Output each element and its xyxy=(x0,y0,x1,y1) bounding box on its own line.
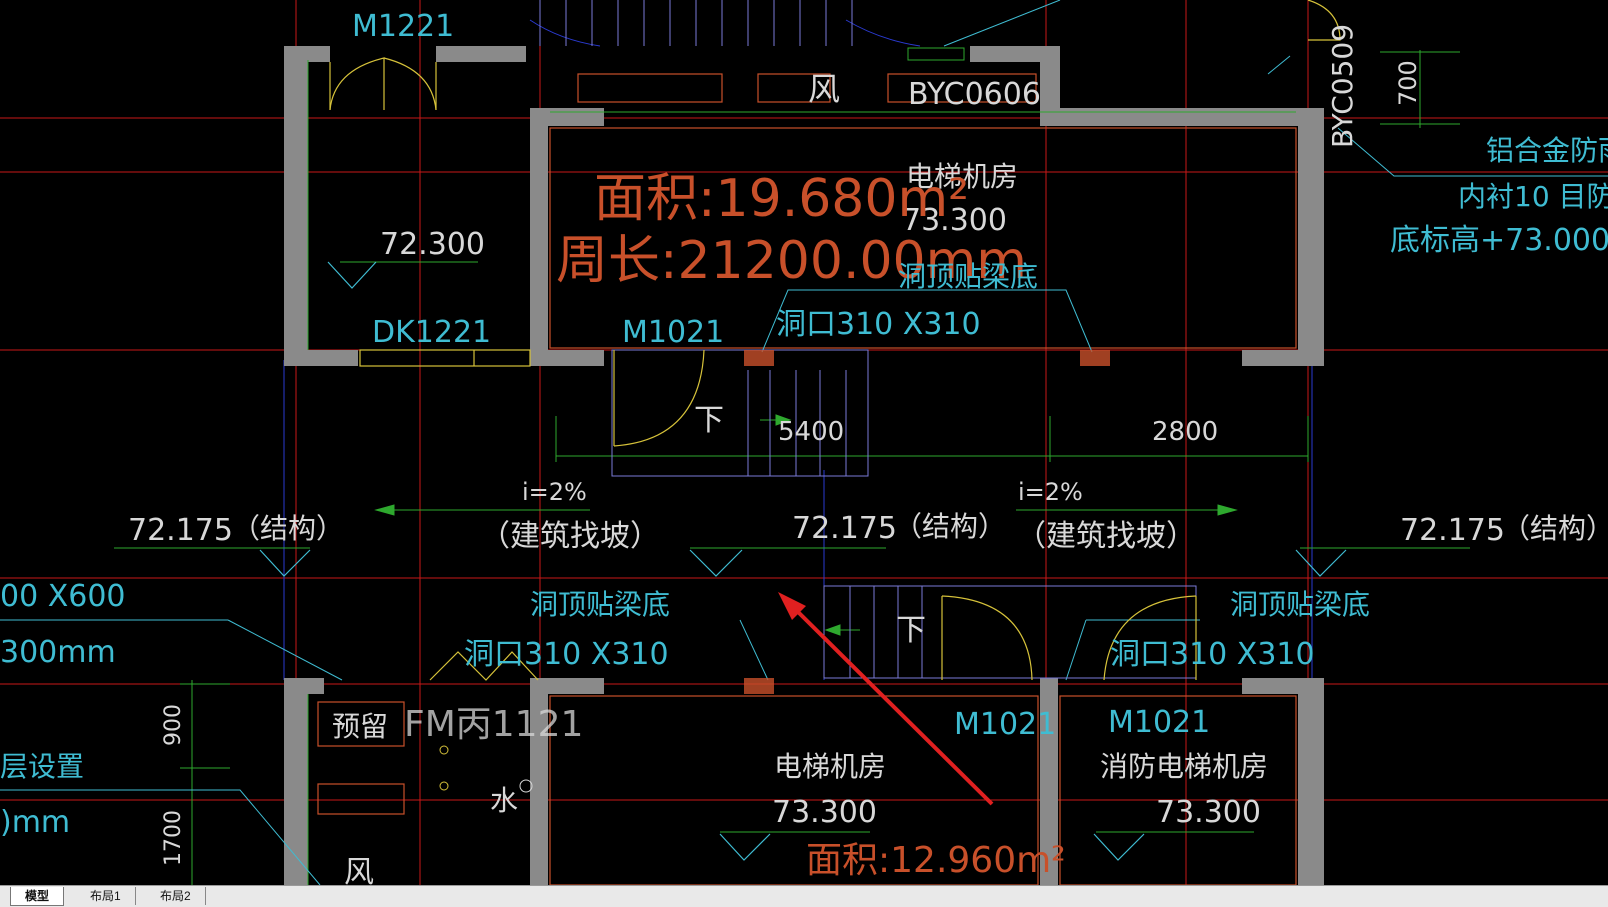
cad-drawing-canvas[interactable]: M1221 BYC0606 BYC0509 风 电梯机房 73.300 面积:1… xyxy=(0,0,1608,885)
feng-label-top: 风 xyxy=(808,70,840,108)
door-label-m1021-top: M1021 xyxy=(622,315,724,350)
elevation-72175-right: 72.175 xyxy=(1400,513,1505,548)
door-swings xyxy=(329,0,1341,681)
area-bottom: 面积:12.960m² xyxy=(806,840,1066,881)
note-right-3: 底标高+73.000 xyxy=(1390,223,1608,258)
room-name-elevator-bottom: 电梯机房 xyxy=(774,750,886,783)
water-label: 水 xyxy=(490,784,518,817)
leader-lines xyxy=(0,0,1608,885)
window-label-byc0509: BYC0509 xyxy=(1326,24,1359,148)
stairs xyxy=(539,0,1197,679)
door-label-m1021-bottom-left: M1021 xyxy=(954,707,1056,742)
dim-5400: 5400 xyxy=(778,417,844,447)
red-arrow-annotation xyxy=(778,592,994,806)
room-name-elevator-top: 电梯机房 xyxy=(906,160,1018,193)
dim-2800: 2800 xyxy=(1152,417,1218,447)
tab-layout2[interactable]: 布局2 xyxy=(146,887,206,905)
window-label-byc0606: BYC0606 xyxy=(908,77,1041,112)
fixture-circles xyxy=(439,745,533,793)
door-label-dk1221: DK1221 xyxy=(372,315,491,350)
reserve-label: 预留 xyxy=(332,710,388,743)
green-lines xyxy=(114,47,1470,885)
room-name-fire-elevator: 消防电梯机房 xyxy=(1100,750,1268,783)
room-outlines xyxy=(317,73,1297,885)
tab-model[interactable]: 模型 xyxy=(10,887,65,906)
dim-1700: 1700 xyxy=(161,810,186,866)
drawing-text: M1221 BYC0606 BYC0509 风 电梯机房 73.300 面积:1… xyxy=(0,9,1608,885)
note-right-2: 内衬10 目防虫 xyxy=(1458,180,1608,213)
elevation-73300-top: 73.300 xyxy=(902,203,1007,238)
note-left-1: 00 X600 xyxy=(0,579,126,614)
hole-note-bottom-left: 洞顶贴梁底 xyxy=(530,588,670,621)
hole-markers xyxy=(744,350,1110,694)
note-left-3: 层设置 xyxy=(0,750,84,783)
note-right-1: 铝合金防雨 xyxy=(1486,134,1608,167)
dim-700: 700 xyxy=(1394,60,1422,106)
find-slope-left: （建筑找坡） xyxy=(480,519,660,554)
struct-left: （结构） xyxy=(232,512,344,545)
layout-tab-bar: 模型 布局1 布局2 xyxy=(0,885,1608,907)
struct-right: （结构） xyxy=(1502,512,1608,545)
hole-note-top: 洞顶贴梁底 xyxy=(898,260,1038,293)
elevation-73300-bottom-left: 73.300 xyxy=(772,795,877,830)
elevation-markers xyxy=(259,261,1347,861)
tab-layout1[interactable]: 布局1 xyxy=(76,887,136,905)
find-slope-right: （建筑找坡） xyxy=(1016,519,1196,554)
area-top: 面积:19.680m² xyxy=(594,169,969,229)
hole-note-bottom-right: 洞顶贴梁底 xyxy=(1230,588,1370,621)
note-left-4: )mm xyxy=(0,805,70,840)
slope-arrows xyxy=(374,414,1238,636)
down-label-mid: 下 xyxy=(896,613,926,648)
perimeter-top: 周长:21200.00mm xyxy=(556,231,1027,291)
opening-note-bottom-left: 洞口310 X310 xyxy=(464,637,669,672)
slope-left: i=2% xyxy=(522,478,587,506)
opening-note-bottom-right: 洞口310 X310 xyxy=(1110,637,1315,672)
opening-note-top: 洞口310 X310 xyxy=(776,307,981,342)
slope-right: i=2% xyxy=(1018,478,1083,506)
down-label-top: 下 xyxy=(694,403,724,438)
elevation-72300: 72.300 xyxy=(380,227,485,262)
door-label-m1021-bottom-right: M1021 xyxy=(1108,705,1210,740)
door-label-fm: FM丙1121 xyxy=(404,704,583,745)
door-label-m1221: M1221 xyxy=(352,9,454,44)
note-left-2: 300mm xyxy=(0,635,116,670)
elevation-72175-left: 72.175 xyxy=(128,513,233,548)
elevation-72175-mid: 72.175 xyxy=(792,511,897,546)
dim-900: 900 xyxy=(161,704,186,746)
struct-mid: （结构） xyxy=(894,510,1006,543)
feng-label-bottom: 风 xyxy=(344,855,374,885)
elevation-73300-bottom-right: 73.300 xyxy=(1156,795,1261,830)
